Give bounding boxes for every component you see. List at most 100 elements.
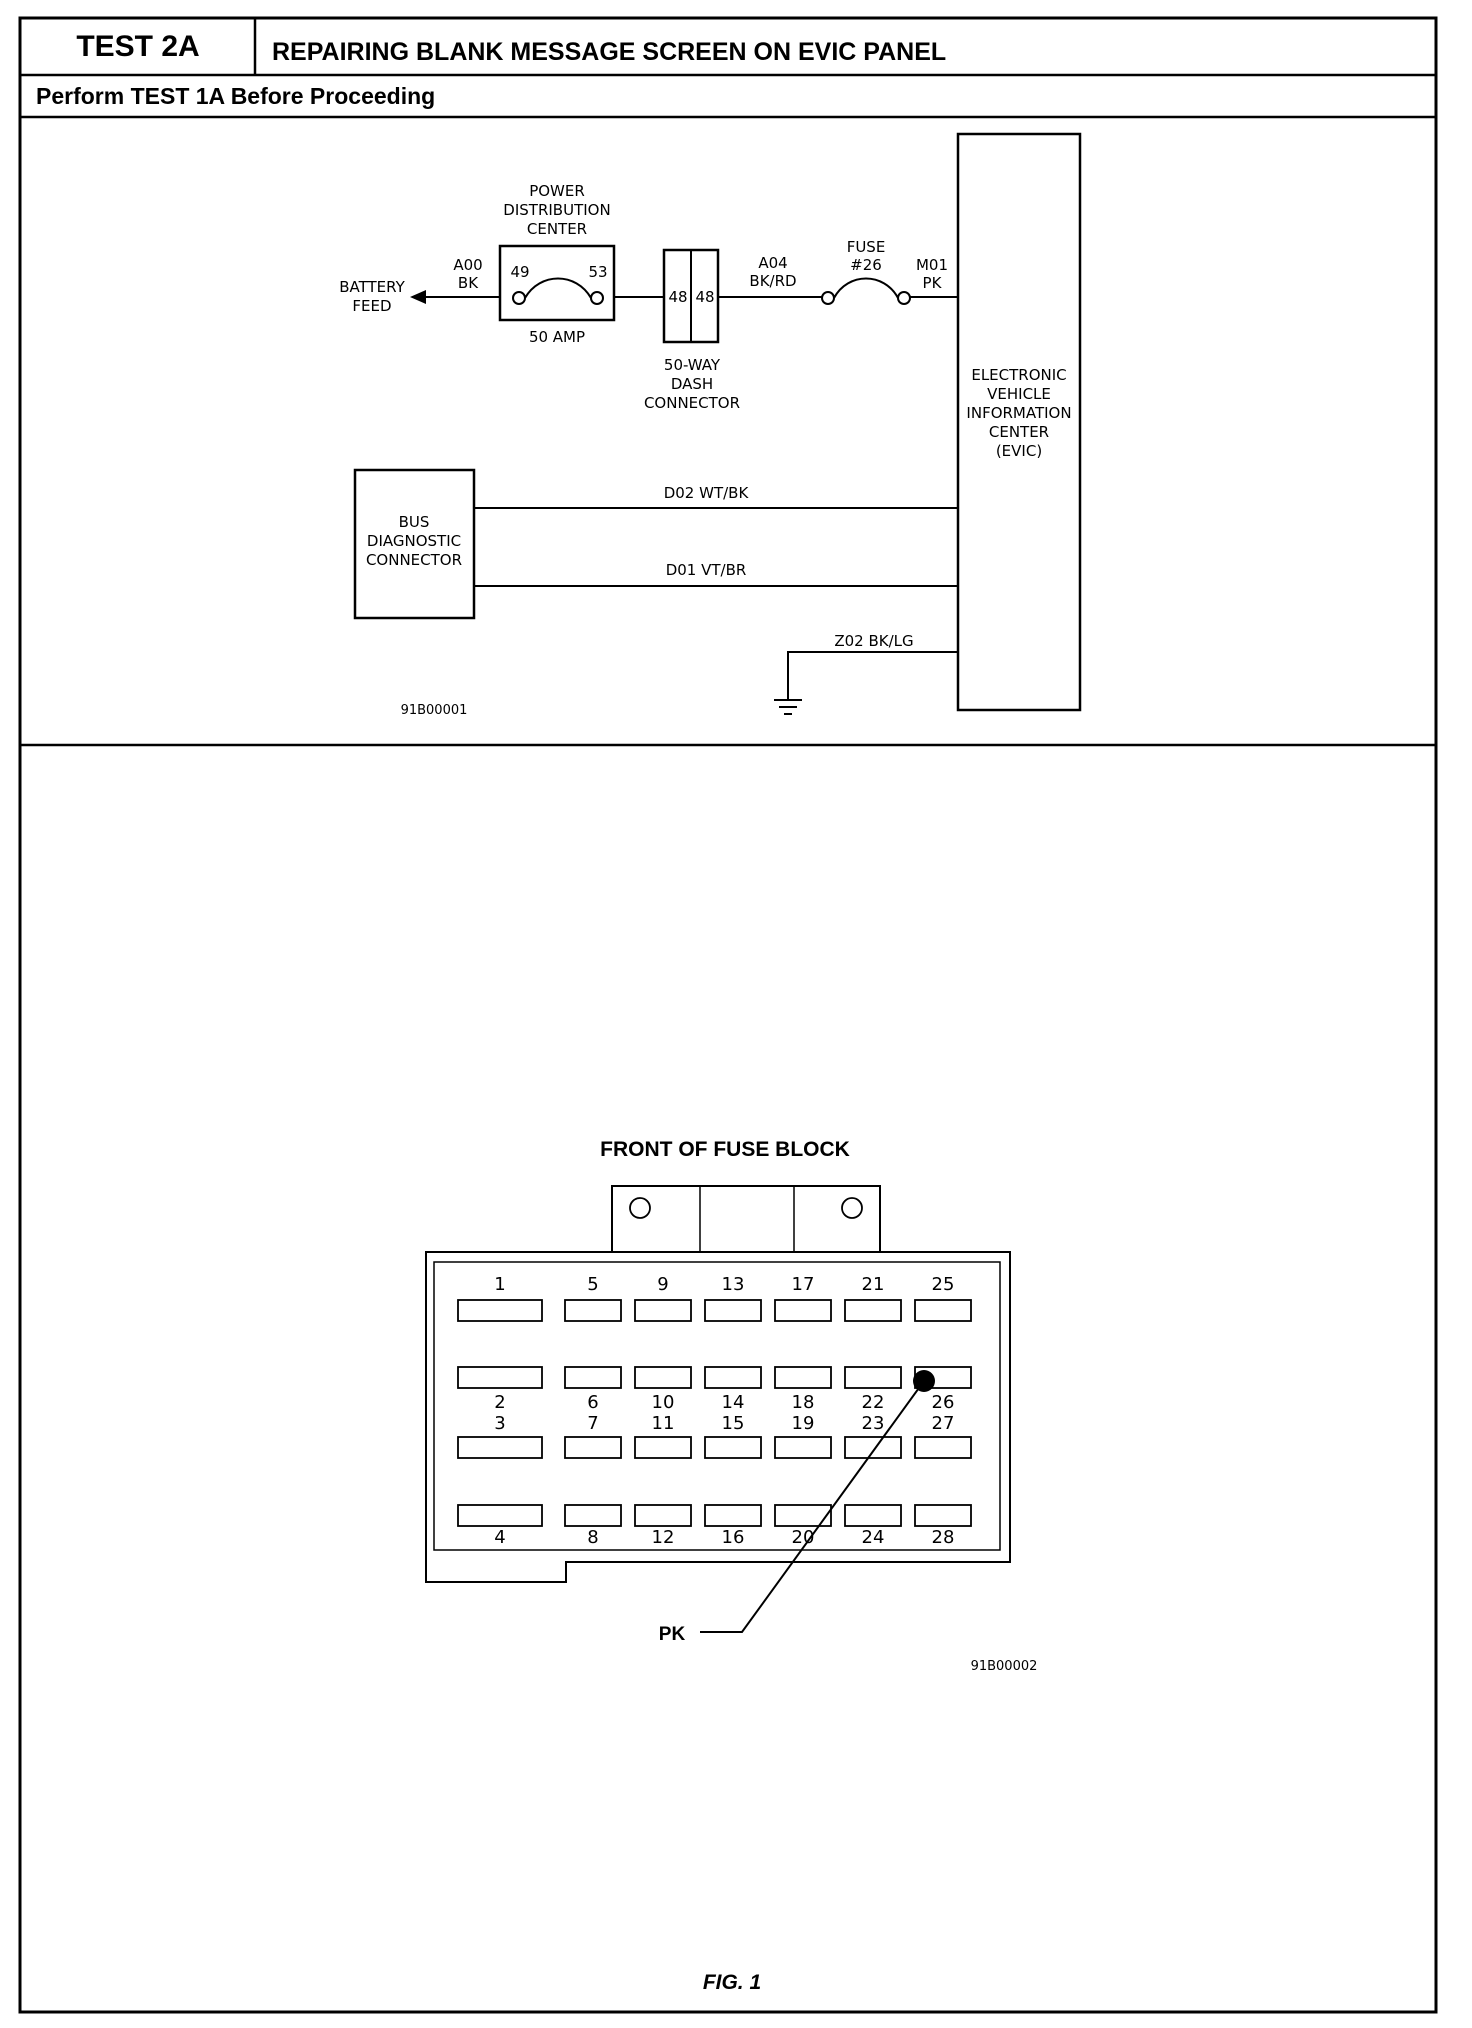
cavity-number: 27 <box>932 1413 955 1434</box>
wire-a04-color: BK/RD <box>749 272 796 290</box>
dash-connector-label-1: 50-WAY <box>664 356 721 374</box>
fuse-cavity <box>564 1504 622 1527</box>
pdc-terminal-in <box>512 291 526 305</box>
fuse-cavity <box>634 1366 692 1389</box>
pdc-title-1: POWER <box>529 182 585 200</box>
cavity-number: 9 <box>657 1274 668 1295</box>
dash-connector-label-2: DASH <box>671 375 713 393</box>
wire-d02-label: D02 WT/BK <box>664 484 750 502</box>
cavity-number: 5 <box>587 1274 598 1295</box>
wire-z02 <box>787 651 958 700</box>
bus-connector-label-2: DIAGNOSTIC <box>367 532 461 550</box>
pdc-fuse-rating: 50 AMP <box>529 328 585 346</box>
cavity-number: 4 <box>494 1527 505 1548</box>
fuse-26-terminal-in <box>821 291 835 305</box>
pk-callout-leader <box>700 1380 925 1633</box>
cavity-number: 22 <box>862 1392 885 1413</box>
test-id: TEST 2A <box>76 30 199 63</box>
cavity-number: 7 <box>587 1413 598 1434</box>
cavity-number: 10 <box>652 1392 675 1413</box>
fuse-cavity <box>774 1436 832 1459</box>
fuse-cavity <box>774 1366 832 1389</box>
fuse-26-terminal-out <box>897 291 911 305</box>
fuse-cavity <box>844 1504 902 1527</box>
wire-a00-color: BK <box>458 274 479 292</box>
evic-label-3: INFORMATION <box>966 404 1071 422</box>
cavity-numbers-row-3: 3 7 11 15 19 23 27 <box>494 1413 954 1434</box>
fuse-block-figure-id: 91B00002 <box>971 1659 1038 1674</box>
cavity-number: 6 <box>587 1392 598 1413</box>
evic-label-2: VEHICLE <box>987 385 1051 403</box>
prerequisite-note: Perform TEST 1A Before Proceeding <box>36 83 435 109</box>
cavity-number: 14 <box>722 1392 745 1413</box>
fuse-cavity <box>457 1299 543 1322</box>
fuse-cavity <box>704 1504 762 1527</box>
battery-feed-label-2: FEED <box>352 297 391 315</box>
fuse-cavity <box>564 1366 622 1389</box>
cavity-number: 28 <box>932 1527 955 1548</box>
wire-d01-label: D01 VT/BR <box>666 561 747 579</box>
battery-feed-label-1: BATTERY <box>339 278 405 296</box>
fuse-cavity <box>914 1299 972 1322</box>
fuse-26-symbol <box>833 277 899 299</box>
cavity-number: 21 <box>862 1274 885 1295</box>
cavity-number: 26 <box>932 1392 955 1413</box>
wire-z02-label: Z02 BK/LG <box>834 632 913 650</box>
cavity-number: 25 <box>932 1274 955 1295</box>
pdc-pin-53: 53 <box>588 263 607 281</box>
bus-connector-label-1: BUS <box>399 513 430 531</box>
fuse-cavity <box>564 1299 622 1322</box>
evic-label-4: CENTER <box>989 423 1049 441</box>
fuse-cavity <box>704 1299 762 1322</box>
pdc-terminal-out <box>590 291 604 305</box>
bus-diagnostic-connector-box <box>353 468 476 620</box>
cavity-number: 11 <box>652 1413 675 1434</box>
cavity-number: 2 <box>494 1392 505 1413</box>
fuse-block-body <box>425 1251 1011 1583</box>
fuse-cavity <box>564 1436 622 1459</box>
mounting-hole-left <box>629 1197 651 1219</box>
cavity-numbers-row-2: 2 6 10 14 18 22 26 <box>494 1392 954 1413</box>
wire-m01-code: M01 <box>916 256 948 274</box>
cavity-number: 19 <box>792 1413 815 1434</box>
fuse-26-label-1: FUSE <box>847 238 886 256</box>
pdc-title-2: DISTRIBUTION <box>503 201 610 219</box>
cavity-number: 8 <box>587 1527 598 1548</box>
evic-label-5: (EVIC) <box>996 442 1042 460</box>
page-title: REPAIRING BLANK MESSAGE SCREEN ON EVIC P… <box>272 38 946 66</box>
pdc-fuse-symbol <box>524 277 592 299</box>
schematic-figure-id: 91B00001 <box>401 703 468 718</box>
pdc-pin-49: 49 <box>510 263 529 281</box>
cavity-number: 23 <box>862 1413 885 1434</box>
fuse-cavity <box>774 1504 832 1527</box>
dash-pin-right: 48 <box>695 288 714 306</box>
battery-feed-arrow <box>410 290 426 304</box>
evic-module-box <box>956 132 1082 712</box>
fuse-cavity <box>457 1436 543 1459</box>
fuse-cavity <box>457 1504 543 1527</box>
fuse-26-label-2: #26 <box>850 256 882 274</box>
wire-a00-code: A00 <box>453 256 482 274</box>
cavity-number: 16 <box>722 1527 745 1548</box>
fuse-cavity-grid <box>457 1299 972 1527</box>
wire-a04-code: A04 <box>758 254 787 272</box>
pk-callout-label: PK <box>659 1624 686 1645</box>
fuse-cavity <box>704 1436 762 1459</box>
fuse-cavity <box>914 1504 972 1527</box>
cavity-number: 13 <box>722 1274 745 1295</box>
wire-m01-color: PK <box>923 274 943 292</box>
figure-caption: FIG. 1 <box>703 1971 761 1994</box>
cavity-number: 17 <box>792 1274 815 1295</box>
fuse-cavity <box>914 1436 972 1459</box>
mounting-hole-right <box>841 1197 863 1219</box>
fuse-cavity <box>844 1436 902 1459</box>
dash-connector-label-3: CONNECTOR <box>644 394 740 412</box>
fuse-cavity <box>844 1299 902 1322</box>
page-border <box>18 16 1438 2014</box>
cavity-number: 15 <box>722 1413 745 1434</box>
cavity-number: 3 <box>494 1413 505 1434</box>
cavity-number: 18 <box>792 1392 815 1413</box>
pdc-title-3: CENTER <box>527 220 587 238</box>
evic-label-1: ELECTRONIC <box>971 366 1066 384</box>
cavity-number: 20 <box>792 1527 815 1548</box>
